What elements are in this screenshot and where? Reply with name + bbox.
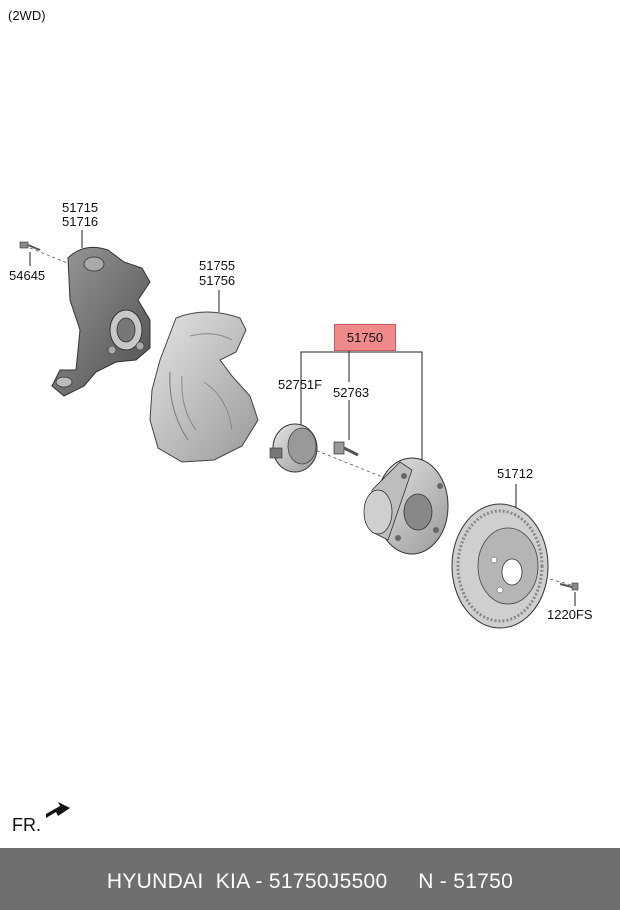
footer-part-number: HYUNDAI KIA - 51750J5500 N - 51750 (106, 870, 514, 893)
steering-knuckle-icon (51, 246, 151, 397)
part-label-51715[interactable]: 51715 (62, 200, 99, 215)
part-label-51712[interactable]: 51712 (497, 466, 534, 481)
part-label-51716[interactable]: 51716 (62, 214, 99, 229)
footer-bar (0, 848, 620, 910)
front-marker-label: FR. (12, 815, 41, 835)
part-label-51750[interactable]: 51750 (346, 330, 384, 345)
brake-disc-icon (451, 503, 549, 629)
leader-lines (29, 230, 576, 606)
front-arrow-icon (46, 802, 70, 818)
highlighted-part-51750[interactable]: 51750 (334, 324, 396, 351)
hub-assembly-icon (363, 457, 449, 555)
variant-label: (2WD) (8, 8, 46, 23)
hub-bolt-icon (333, 441, 359, 457)
parts-diagram (19, 230, 579, 818)
dust-shield-icon (149, 311, 259, 463)
part-label-54645[interactable]: 54645 (9, 268, 46, 283)
knuckle-bolt-icon (19, 241, 41, 251)
hub-cap-icon (269, 423, 318, 473)
part-label-51756[interactable]: 51756 (199, 273, 236, 288)
disc-screw-icon (559, 582, 579, 591)
part-label-52751F[interactable]: 52751F (278, 377, 323, 392)
part-label-51755[interactable]: 51755 (199, 258, 236, 273)
part-label-52763[interactable]: 52763 (333, 385, 370, 400)
part-label-1220FS[interactable]: 1220FS (547, 607, 593, 622)
